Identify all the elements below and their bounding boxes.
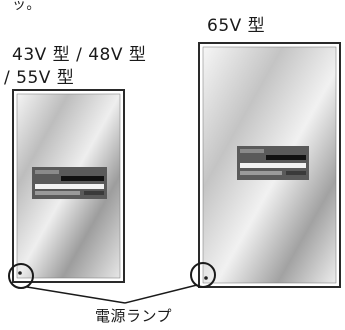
small-models-label-line1: 43V 型 / 48V 型 (12, 45, 147, 65)
small-display-osd-panel (32, 167, 107, 199)
power-lamp-caption: 電源ランプ (95, 307, 173, 325)
small-display-power-lamp (18, 271, 22, 275)
large-display-lamp-highlight (190, 262, 216, 288)
small-display-lamp-highlight (8, 263, 34, 289)
large-display-power-lamp (204, 276, 208, 280)
large-display-osd-panel (237, 146, 309, 180)
large-display (190, 42, 341, 288)
small-models-label-line2: / 55V 型 (4, 68, 75, 88)
large-model-label: 65V 型 (207, 16, 266, 36)
leader-lines (26, 284, 198, 304)
top-text-fragment: ッ。 (12, 0, 41, 13)
small-display (8, 89, 125, 289)
